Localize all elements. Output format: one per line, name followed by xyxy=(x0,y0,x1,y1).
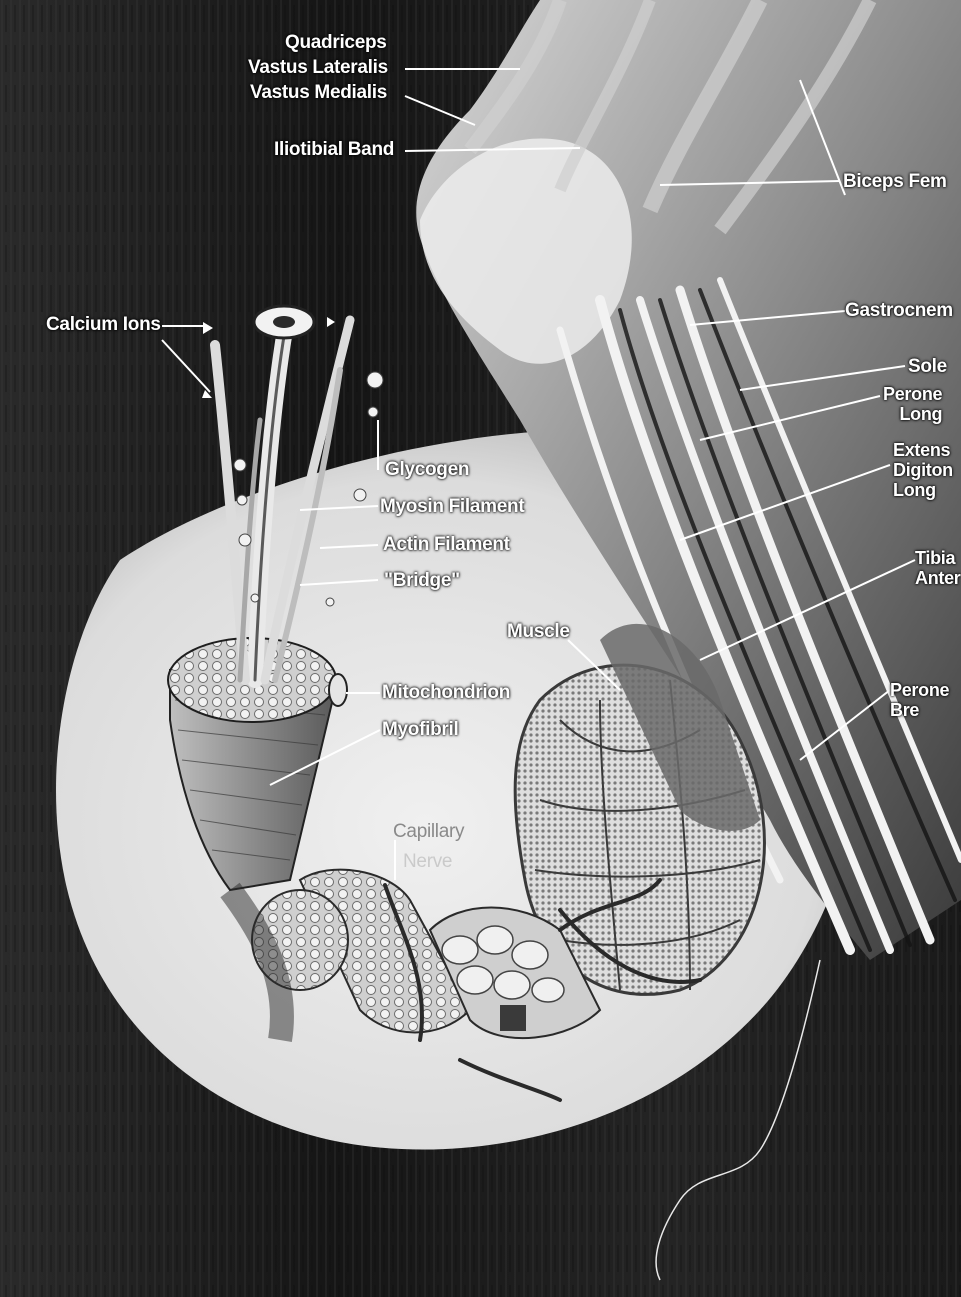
mitochondrion xyxy=(329,674,347,706)
label-actin-filament: Actin Filament xyxy=(383,535,510,555)
label-soleus: Sole xyxy=(908,357,947,377)
label-muscle: Muscle xyxy=(507,622,570,642)
label-vastus-lateralis: Vastus Lateralis xyxy=(248,58,388,78)
label-tibialis-anterior: Tibia Anter xyxy=(915,548,961,588)
label-capillary: Capillary xyxy=(393,822,464,842)
label-calcium-ions: Calcium Ions xyxy=(46,315,161,335)
label-myosin-filament: Myosin Filament xyxy=(380,497,524,517)
label-biceps-femoris: Biceps Fem xyxy=(843,172,947,192)
label-peroneus-longus: Perone Long xyxy=(883,384,942,424)
label-iliotibial-band: Iliotibial Band xyxy=(274,140,394,160)
label-vastus-medialis: Vastus Medialis xyxy=(250,83,387,103)
label-mitochondrion: Mitochondrion xyxy=(382,683,510,703)
label-gastrocnemius: Gastrocnem xyxy=(845,301,953,321)
label-glycogen: Glycogen xyxy=(385,460,469,480)
label-myofibril: Myofibril xyxy=(382,720,458,740)
label-peroneus-brevis: Perone Bre xyxy=(890,680,949,720)
label-bridge: "Bridge" xyxy=(384,571,460,591)
label-extensor-digitorum-longus: Extens Digiton Long xyxy=(893,440,953,500)
label-quadriceps: Quadriceps xyxy=(285,33,387,53)
label-capillary-2: Nerve xyxy=(403,852,452,872)
